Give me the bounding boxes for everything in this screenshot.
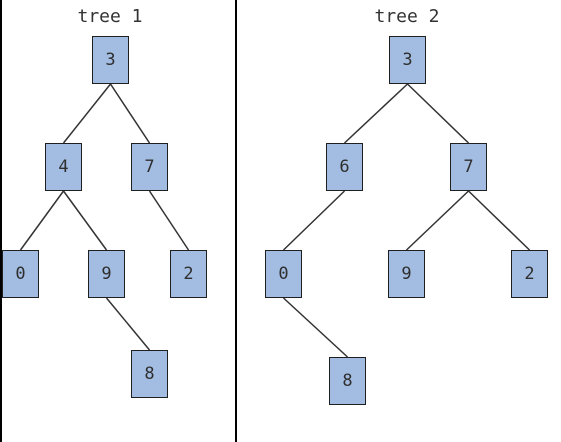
tree-2-edge-t2-root-to-t2-n7: [406, 83, 470, 144]
tree-1-node-9: 9: [88, 250, 125, 298]
tree-divider: [235, 0, 237, 442]
tree-2-edge-t2-n7-to-t2-n2: [467, 190, 531, 251]
tree-1-node-0: 0: [2, 250, 39, 298]
tree-1-edge-t1-n4-to-t1-n9: [62, 190, 108, 251]
tree-1-edge-t1-root-to-t1-n4: [62, 83, 112, 144]
tree-1-edge-t1-n9-to-t1-n8: [105, 297, 151, 351]
tree-1-edge-t1-root-to-t1-n7: [109, 83, 151, 144]
tree-2-node-6: 6: [326, 143, 363, 191]
tree-2-node-0: 0: [265, 250, 302, 298]
tree-2-node-3-root: 3: [389, 36, 426, 84]
tree-2-edge-t2-root-to-t2-n6: [343, 83, 409, 144]
tree-2-node-7: 7: [450, 143, 487, 191]
left-border: [0, 0, 2, 442]
tree-1-node-8: 8: [131, 350, 168, 398]
tree-1-title: tree 1: [77, 6, 143, 27]
tree-1-node-7: 7: [131, 143, 168, 191]
tree-2-edge-t2-n6-to-t2-n0: [282, 190, 346, 251]
tree-1-edge-t1-n7-to-t1-n2: [148, 190, 190, 251]
tree-2-node-9: 9: [388, 250, 425, 298]
tree-2-title: tree 2: [374, 6, 440, 27]
tree-1-node-4: 4: [45, 143, 82, 191]
tree-2-edge-t2-n0-to-t2-n8: [282, 297, 349, 358]
tree-1-node-3-root: 3: [92, 36, 129, 84]
tree-1-node-2: 2: [170, 250, 207, 298]
tree-2-node-2: 2: [511, 250, 548, 298]
tree-2-node-8: 8: [329, 357, 366, 405]
tree-2-edge-t2-n7-to-t2-n9: [405, 190, 470, 251]
tree-1-edge-t1-n4-to-t1-n0: [19, 190, 65, 251]
